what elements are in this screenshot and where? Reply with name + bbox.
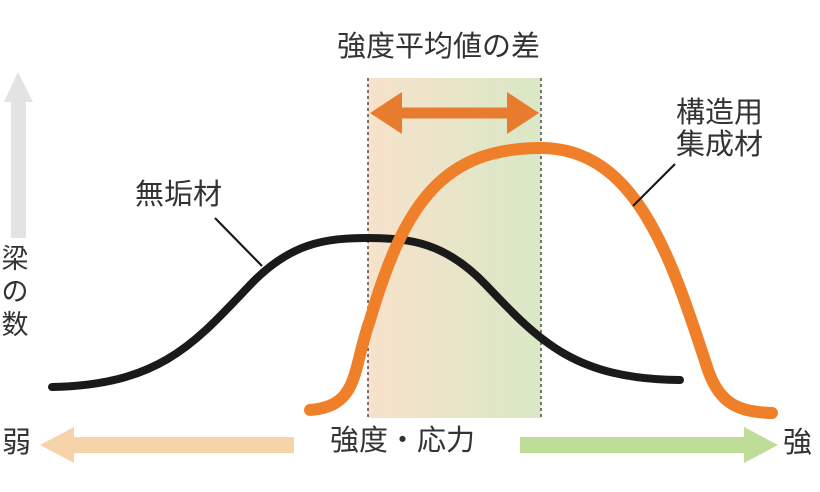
x-axis-strong-label: 強 <box>783 425 813 459</box>
diagram-title: 強度平均値の差 <box>337 29 541 63</box>
strong-direction-arrow <box>520 427 778 463</box>
x-axis-label: 強度・応力 <box>330 423 476 457</box>
weak-direction-arrow <box>40 427 294 463</box>
solid-wood-curve-label: 無垢材 <box>135 177 223 211</box>
glulam-leader-line <box>632 163 676 207</box>
glulam-curve-label: 構造用 集成材 <box>676 95 764 162</box>
glulam-curve <box>304 141 778 419</box>
difference-double-arrow <box>370 92 539 134</box>
x-axis-weak-label: 弱 <box>2 425 32 459</box>
solid-wood-leader-line <box>214 217 263 267</box>
y-axis-label: 梁の数 <box>1 244 29 341</box>
y-axis-arrow <box>4 72 33 238</box>
solid-wood-curve <box>48 233 684 391</box>
